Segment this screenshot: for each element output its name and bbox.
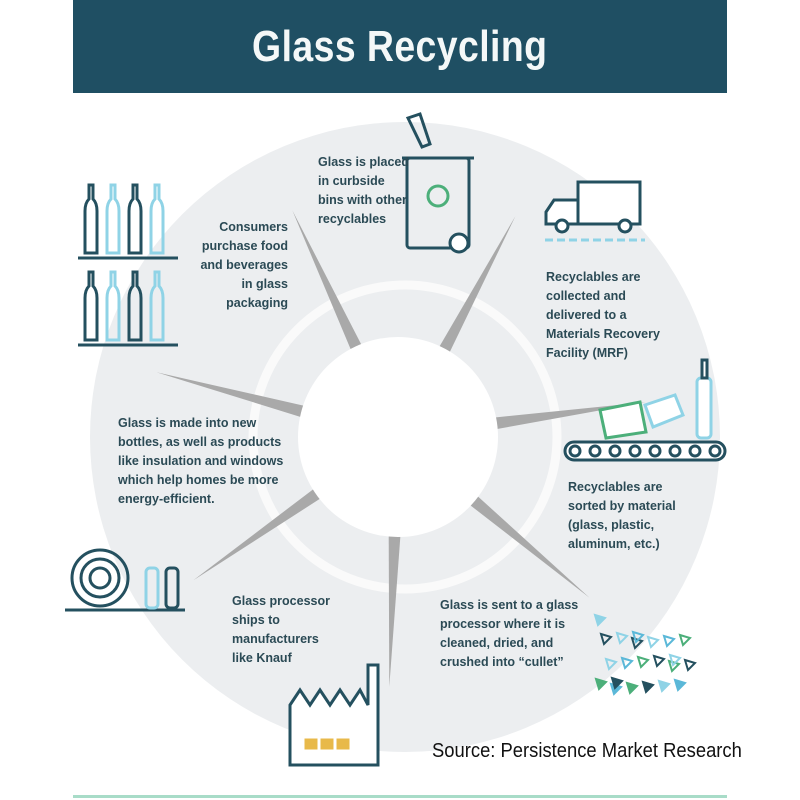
step-ships-manufacturers: Glass processor ships to manufacturers l… <box>232 594 330 665</box>
insulation-roll-icon <box>65 548 185 612</box>
bottle <box>83 270 99 342</box>
spoke <box>466 493 590 598</box>
page-title: Glass Recycling <box>252 21 548 71</box>
spokes <box>156 210 646 687</box>
step-curbside-bins: Glass is placed in curbside bins with ot… <box>318 155 410 226</box>
glass-shard <box>594 677 608 691</box>
roller <box>668 444 682 458</box>
glass-shard <box>657 679 671 693</box>
spoke <box>193 486 324 581</box>
bottle <box>105 183 121 255</box>
spoke <box>156 372 308 419</box>
glass-shard <box>662 634 676 648</box>
glass-shard <box>604 657 618 671</box>
roller <box>568 444 582 458</box>
roller <box>708 444 722 458</box>
factory-icon <box>288 663 380 767</box>
glass-shard <box>678 633 692 647</box>
glass-shard <box>630 636 644 650</box>
glass-shard <box>646 635 660 649</box>
bottle <box>149 270 165 342</box>
glass-shard <box>683 658 697 672</box>
glass-shard <box>610 676 624 690</box>
conveyor-belt-icon <box>563 358 727 462</box>
roller <box>648 444 662 458</box>
bottles-shelf-icon <box>78 183 178 347</box>
step-collected-mrf: Recyclables are collected and delivered … <box>546 270 660 360</box>
glass-shard <box>620 656 634 670</box>
bottle <box>83 183 99 255</box>
recycling-bin-icon <box>402 112 474 254</box>
bottle <box>105 270 121 342</box>
glass-shard <box>615 631 629 645</box>
bottle <box>127 270 143 342</box>
glass-shard <box>631 630 645 644</box>
bottle <box>127 183 143 255</box>
spoke <box>388 531 401 687</box>
bottle <box>149 183 165 255</box>
glass-shard <box>636 655 650 669</box>
roller <box>588 444 602 458</box>
glass-shard <box>652 654 666 668</box>
step-sorted: Recyclables are sorted by material (glas… <box>568 480 676 551</box>
spoke <box>437 216 516 356</box>
bottom-divider <box>73 795 727 798</box>
garbage-truck-icon <box>544 180 645 242</box>
inner-ring <box>248 280 562 594</box>
glass-shard <box>593 613 607 627</box>
step-glass-processor: Glass is sent to a glass processor where… <box>440 598 579 669</box>
step-consumers-purchase: Consumers purchase food and beverages in… <box>200 220 288 310</box>
glass-shard <box>625 681 639 695</box>
glass-shard <box>599 632 613 646</box>
spoke <box>292 210 364 354</box>
center-circle <box>298 337 498 537</box>
glass-shard <box>673 678 687 692</box>
step-new-products: Glass is made into new bottles, as well … <box>118 416 284 506</box>
glass-shard <box>667 659 681 673</box>
roller <box>688 444 702 458</box>
source-credit: Source: Persistence Market Research <box>432 740 742 762</box>
roller <box>628 444 642 458</box>
glass-cullet-icon <box>593 613 697 696</box>
glass-shard <box>641 680 655 694</box>
roller <box>608 444 622 458</box>
glass-shard <box>668 653 682 667</box>
title-banner: Glass Recycling <box>73 0 727 93</box>
